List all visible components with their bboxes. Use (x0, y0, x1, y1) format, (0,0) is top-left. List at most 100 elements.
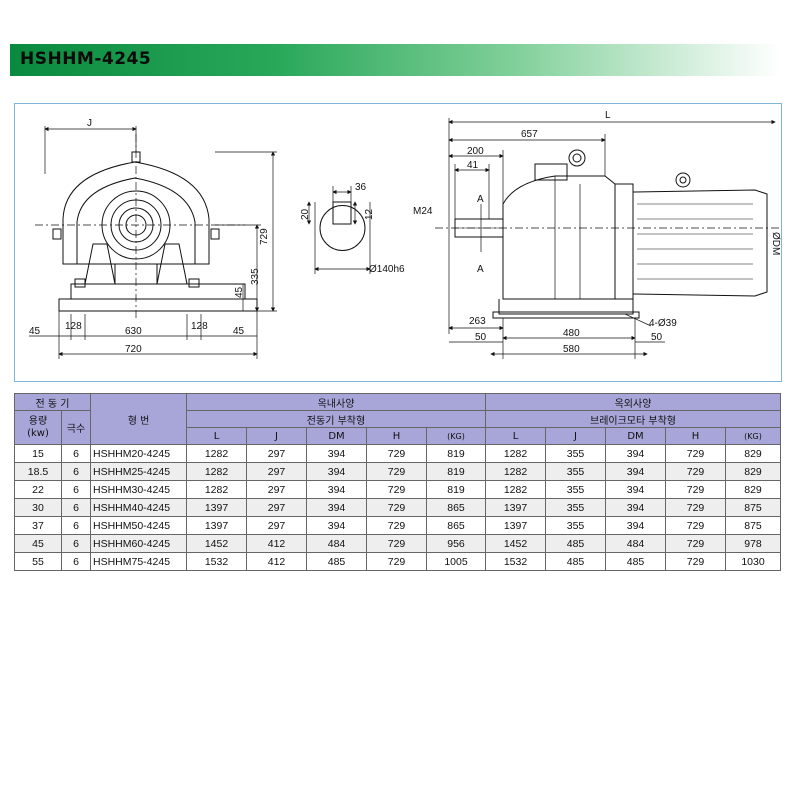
table-cell: 1397 (186, 516, 247, 535)
col-header: J (545, 427, 606, 445)
header-poles: 극수 (61, 410, 91, 445)
table-cell: 355 (545, 498, 606, 517)
table-cell: 55 (14, 552, 62, 571)
dim-50-right: 50 (651, 332, 663, 343)
table-cell: 6 (61, 552, 91, 571)
dim-36: 36 (355, 182, 367, 193)
front-view (29, 126, 277, 359)
table-cell: 1282 (186, 462, 247, 481)
table-cell: 865 (426, 498, 486, 517)
table-cell: 6 (61, 480, 91, 499)
table-cell: 394 (605, 498, 666, 517)
header-capacity-label: 용량 (28, 415, 48, 427)
table-cell: 355 (545, 480, 606, 499)
table-cell: 729 (366, 444, 427, 463)
table-cell: 297 (246, 516, 307, 535)
table-cell: 485 (545, 534, 606, 553)
table-cell: 355 (545, 516, 606, 535)
table-cell: 1030 (725, 552, 781, 571)
table-cell: 978 (725, 534, 781, 553)
table-cell: 297 (246, 498, 307, 517)
table-cell: 6 (61, 534, 91, 553)
table-cell: 394 (605, 444, 666, 463)
table-cell: 394 (306, 462, 367, 481)
table-cell: 1532 (186, 552, 247, 571)
cell-model: HSHHM75-4245 (90, 552, 187, 571)
table-cell: 394 (306, 516, 367, 535)
table-cell: 819 (426, 444, 486, 463)
table-cell: 729 (665, 498, 726, 517)
spec-table: 전 동 기 형 번 옥내사양 옥외사양 용량 (kw) 극수 전동기 부착형 브… (14, 393, 781, 571)
header-outdoor-sub: 브레이크모타 부착형 (485, 410, 781, 428)
col-header: L (485, 427, 546, 445)
table-cell: 729 (665, 480, 726, 499)
table-cell: 1282 (186, 480, 247, 499)
table-cell: 1397 (485, 516, 546, 535)
table-cell: 729 (366, 534, 427, 553)
header-capacity-unit: (kw) (27, 427, 49, 439)
table-cell: 1452 (186, 534, 247, 553)
table-cell: 875 (725, 516, 781, 535)
dim-dm: ØDM (770, 232, 781, 255)
table-cell: 1005 (426, 552, 486, 571)
table-cell: 394 (306, 444, 367, 463)
table-cell: 729 (665, 444, 726, 463)
label-section-a-bottom: A (477, 264, 484, 275)
shaft-detail (306, 186, 371, 274)
table-cell: 729 (665, 462, 726, 481)
table-cell: 729 (366, 480, 427, 499)
dim-335: 335 (250, 268, 261, 285)
dim-20: 20 (300, 208, 311, 220)
col-header: (KG) (426, 427, 486, 445)
table-cell: 729 (665, 516, 726, 535)
table-cell: 15 (14, 444, 62, 463)
header-indoor-sub: 전동기 부착형 (186, 410, 486, 428)
dim-45-right: 45 (233, 326, 245, 337)
dim-140h6: Ø140h6 (369, 264, 405, 275)
col-header: H (665, 427, 726, 445)
cell-model: HSHHM40-4245 (90, 498, 187, 517)
col-header: DM (605, 427, 666, 445)
dim-263: 263 (469, 316, 486, 327)
table-cell: 729 (366, 462, 427, 481)
title-bar: HSHHM-4245 (10, 44, 780, 76)
table-cell: 729 (665, 534, 726, 553)
cell-model: HSHHM20-4245 (90, 444, 187, 463)
dim-480: 480 (563, 328, 580, 339)
table-cell: 956 (426, 534, 486, 553)
table-cell: 485 (545, 552, 606, 571)
table-cell: 819 (426, 480, 486, 499)
table-cell: 484 (605, 534, 666, 553)
header-motor: 전 동 기 (14, 393, 91, 411)
table-cell: 865 (426, 516, 486, 535)
dim-45-left: 45 (29, 326, 41, 337)
table-cell: 1532 (485, 552, 546, 571)
dim-200: 200 (467, 146, 484, 157)
table-cell: 297 (246, 462, 307, 481)
table-cell: 1282 (485, 462, 546, 481)
cell-model: HSHHM60-4245 (90, 534, 187, 553)
col-header: J (246, 427, 307, 445)
table-cell: 37 (14, 516, 62, 535)
dim-L: L (605, 110, 611, 121)
dim-128-left: 128 (65, 321, 82, 332)
table-cell: 394 (605, 480, 666, 499)
label-m24: M24 (413, 206, 433, 217)
table-cell: 297 (246, 480, 307, 499)
table-cell: 484 (306, 534, 367, 553)
table-cell: 829 (725, 480, 781, 499)
table-cell: 1397 (485, 498, 546, 517)
cell-model: HSHHM50-4245 (90, 516, 187, 535)
dim-630: 630 (125, 326, 142, 337)
cell-model: HSHHM25-4245 (90, 462, 187, 481)
table-cell: 394 (605, 462, 666, 481)
header-capacity: 용량 (kw) (14, 410, 62, 445)
dim-45-vert: 45 (234, 286, 245, 298)
table-cell: 729 (366, 516, 427, 535)
dim-729: 729 (259, 228, 270, 245)
